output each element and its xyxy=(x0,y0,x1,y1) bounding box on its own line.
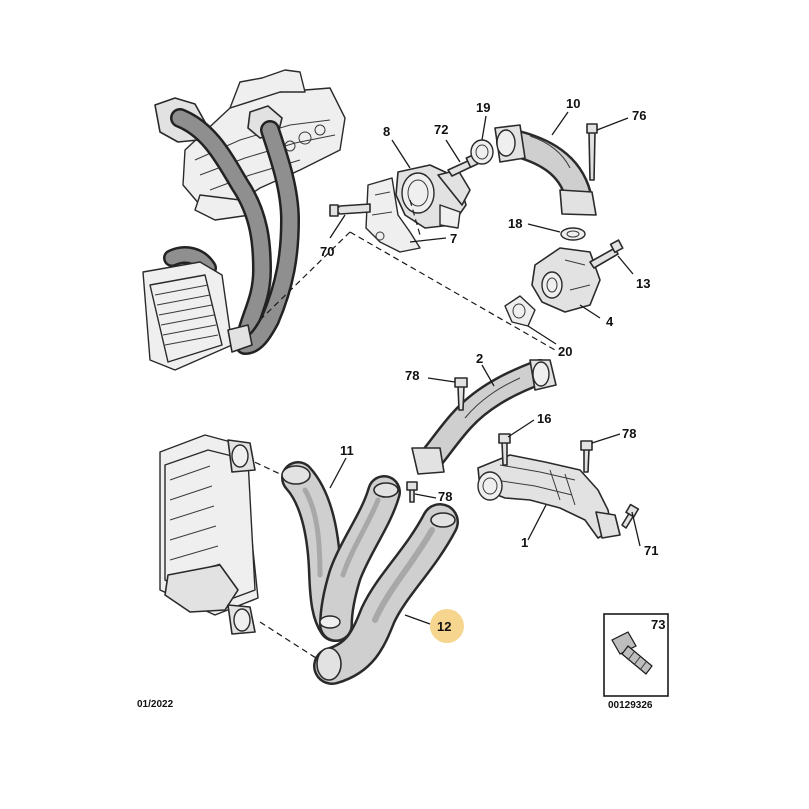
callout-78-middle: 78 xyxy=(438,489,452,504)
callout-13: 13 xyxy=(636,276,650,291)
callout-7: 7 xyxy=(450,231,457,246)
bolt-76-illustration xyxy=(586,123,598,181)
housing-4-illustration xyxy=(531,247,601,313)
highlight-marker xyxy=(430,609,464,643)
callout-2: 2 xyxy=(476,351,483,366)
hose-11-illustration xyxy=(281,461,401,642)
callout-78-right: 78 xyxy=(622,426,636,441)
intercooler-illustration xyxy=(159,434,259,635)
callout-8: 8 xyxy=(383,124,390,139)
bolt-73-icon xyxy=(611,631,653,675)
throttle-bracket-illustration xyxy=(365,177,421,253)
bolt-16-illustration xyxy=(498,433,511,466)
callout-76: 76 xyxy=(632,108,646,123)
bolt-13-illustration xyxy=(589,239,624,269)
callout-10: 10 xyxy=(566,96,580,111)
gasket-18-illustration xyxy=(560,227,586,241)
part-73-inset: 73 xyxy=(603,613,669,697)
bolt-71-illustration xyxy=(621,503,640,529)
pipe-1-illustration xyxy=(477,454,621,539)
callout-71: 71 xyxy=(644,543,658,558)
engine-hoses-illustration xyxy=(163,108,300,355)
callout-11: 11 xyxy=(340,443,354,458)
callout-20: 20 xyxy=(558,344,572,359)
footer-date: 01/2022 xyxy=(137,699,174,710)
gasket-19-illustration xyxy=(470,139,494,165)
pipe-10-illustration xyxy=(494,124,597,216)
small-intercooler-illustration xyxy=(142,261,253,371)
callout-labels: 8 72 19 10 76 70 7 18 13 4 20 2 78 16 78… xyxy=(320,96,658,634)
dashed-connection-lines xyxy=(245,199,556,659)
callout-12: 12 xyxy=(437,619,451,634)
callout-72: 72 xyxy=(434,122,448,137)
callout-19: 19 xyxy=(476,100,490,115)
pipe-2-illustration xyxy=(411,359,557,475)
bolt-78-middle-illustration xyxy=(406,481,418,503)
gasket-20-illustration xyxy=(504,295,536,327)
callout-18: 18 xyxy=(508,216,522,231)
callout-70: 70 xyxy=(320,244,334,259)
callout-4: 4 xyxy=(606,314,614,329)
hose-12-illustration xyxy=(313,503,459,685)
bolt-78-top-illustration xyxy=(454,377,468,411)
leader-lines xyxy=(329,111,641,625)
callout-73: 73 xyxy=(651,617,665,632)
callout-1: 1 xyxy=(521,535,528,550)
callout-78-top: 78 xyxy=(405,368,419,383)
bolt-78-right-illustration xyxy=(580,440,593,473)
callout-16: 16 xyxy=(537,411,551,426)
bolt-70-illustration xyxy=(329,203,371,217)
throttle-body-illustration xyxy=(395,164,471,229)
footer-reference-number: 00129326 xyxy=(608,700,653,711)
